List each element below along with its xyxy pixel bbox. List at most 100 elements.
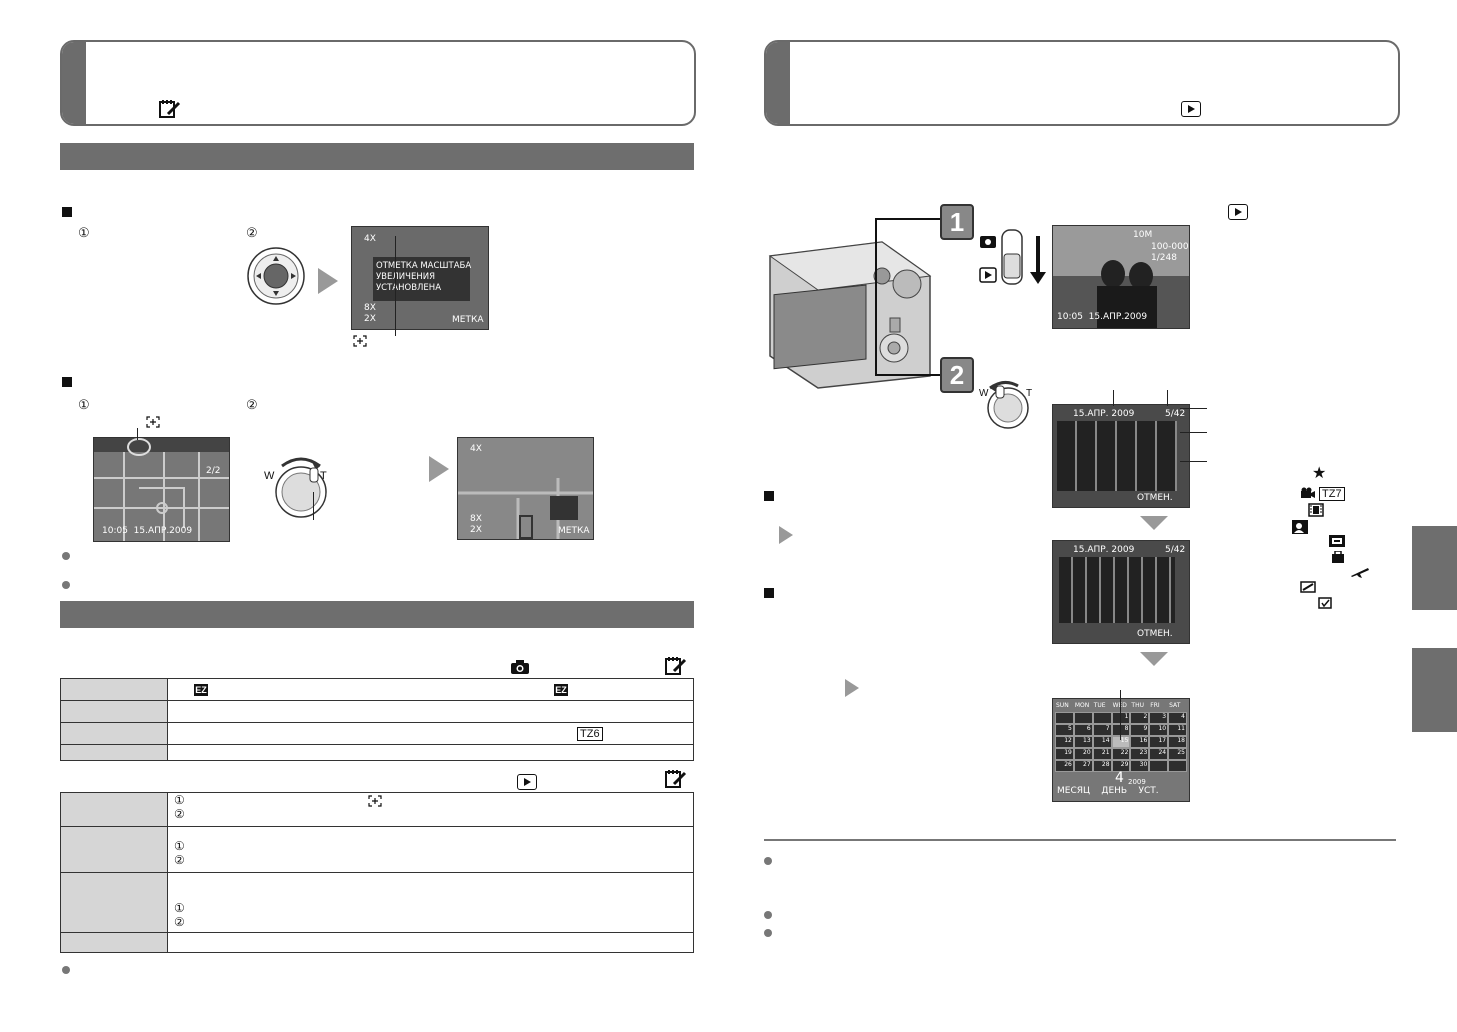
highlight-circle xyxy=(127,438,151,456)
calendar-day-cell[interactable]: 11 xyxy=(1168,724,1187,736)
calendar-day-cell[interactable]: 24 xyxy=(1149,748,1169,760)
scenery-scene-icon xyxy=(1329,535,1345,547)
calendar-day-cell[interactable]: 18 xyxy=(1168,736,1187,748)
mode-switch-icon[interactable] xyxy=(978,228,1050,288)
cancel-hint: ОТМЕН. xyxy=(1137,493,1173,503)
calendar-day-label: 14 xyxy=(1101,737,1110,744)
calendar-day-label: 8 xyxy=(1124,725,1129,732)
map-playback-screen: 2/2 10:05 15.АПР.2009 xyxy=(93,437,230,542)
calendar-day-label: 19 xyxy=(1064,749,1072,756)
note-bullet xyxy=(62,581,70,589)
step-2-marker: ② xyxy=(246,397,258,412)
calendar-day-cell[interactable]: 6 xyxy=(1073,724,1093,736)
calendar-day-cell[interactable]: 20 xyxy=(1073,748,1093,760)
section-bar-1 xyxy=(60,143,694,170)
calendar-weekday: SAT xyxy=(1169,702,1181,709)
calendar-weekday: WED xyxy=(1113,702,1127,710)
table-cell: EZ EZ xyxy=(167,678,694,701)
calendar-day-cell[interactable]: 4 xyxy=(1168,712,1187,724)
calendar-day-cell[interactable]: 16 xyxy=(1130,736,1150,748)
calendar-day-cell[interactable]: 19 xyxy=(1055,748,1074,760)
side-tab-2 xyxy=(1412,648,1457,732)
calendar-day-label: 1 xyxy=(1124,713,1129,720)
cursor-button-pad[interactable] xyxy=(246,246,306,306)
calendar-day-cell[interactable]: 28 xyxy=(1092,760,1112,772)
zoom-mark-icon xyxy=(368,795,382,807)
calendar-day-label: 12 xyxy=(1064,737,1072,744)
calendar-day-cell[interactable]: 12 xyxy=(1055,736,1074,748)
arrow-down-icon xyxy=(1140,516,1168,530)
calendar-day-cell[interactable]: 27 xyxy=(1073,760,1093,772)
calendar-day-cell[interactable]: 22 xyxy=(1111,748,1131,760)
table-row-header xyxy=(60,744,168,761)
recording-settings-table: EZ EZ TZ6 xyxy=(60,678,694,761)
edit-memo-icon xyxy=(159,100,181,118)
arrow-right-icon xyxy=(779,526,793,544)
calendar-day-cell[interactable]: 25 xyxy=(1168,748,1187,760)
calendar-day-cell[interactable]: 23 xyxy=(1130,748,1150,760)
thumb-counter: 5/42 xyxy=(1165,545,1186,555)
calendar-day-label: 26 xyxy=(1064,761,1072,768)
section-bar-2 xyxy=(60,601,694,628)
calendar-day-cell[interactable]: 26 xyxy=(1055,760,1074,772)
zoomed-map-screen: 4X 8X 2X МЕТКА xyxy=(457,437,594,540)
calendar-day-cell[interactable]: 21 xyxy=(1092,748,1112,760)
wide-label: W xyxy=(264,470,275,482)
calendar-day-cell[interactable]: 29 xyxy=(1111,760,1131,772)
calendar-day-cell[interactable]: 30 xyxy=(1130,760,1150,772)
calendar-day-cell[interactable]: 14 xyxy=(1092,736,1112,748)
playback-icon xyxy=(517,774,537,790)
callout-line xyxy=(395,236,396,336)
calendar-footer: МЕСЯЦ ДЕНЬ УСТ. xyxy=(1057,786,1159,796)
calendar-day-label: 22 xyxy=(1120,749,1129,756)
calendar-day-label: 29 xyxy=(1120,761,1129,768)
bullet-square xyxy=(62,207,72,217)
calendar-day-cell[interactable]: 9 xyxy=(1130,724,1150,736)
calendar-day-cell[interactable] xyxy=(1149,760,1169,772)
callout-line xyxy=(875,218,941,220)
calendar-day-cell[interactable]: 5 xyxy=(1055,724,1074,736)
arrow-right-icon xyxy=(318,268,338,294)
message-box xyxy=(373,257,470,301)
calendar-day-label: 5 xyxy=(1068,725,1072,732)
photo-time: 10:05 15.АПР.2009 xyxy=(1057,312,1148,322)
note-bullet xyxy=(764,929,772,937)
right-header-box xyxy=(764,40,1400,126)
calendar-day-label: 16 xyxy=(1139,737,1148,744)
table-row-header xyxy=(60,826,168,873)
playback-settings-table: ① ② ① ② ① ② xyxy=(60,792,694,953)
calendar-day-label: 15 xyxy=(1120,737,1129,744)
calendar-day-cell[interactable] xyxy=(1168,760,1187,772)
calendar-day-cell[interactable]: 13 xyxy=(1073,736,1093,748)
zoom-lever-icon[interactable] xyxy=(268,448,334,528)
calendar-day-cell[interactable]: 17 xyxy=(1149,736,1169,748)
calendar-day-cell[interactable]: 7 xyxy=(1092,724,1112,736)
zoom-mark-message: ОТМЕТКА МАСШТАБА УВЕЛИЧЕНИЯ УСТАНОВЛЕНА xyxy=(376,261,472,293)
thumbnail-screen-1: 15.АПР. 2009 5/42 ОТМЕН. xyxy=(1052,404,1190,508)
calendar-day-cell[interactable] xyxy=(1073,712,1093,724)
zoom-lever-icon[interactable] xyxy=(978,376,1034,432)
calendar-year: 2009 xyxy=(1128,778,1146,786)
callout-line xyxy=(1180,461,1207,462)
step-1-marker: ① xyxy=(174,839,185,853)
calendar-day-cell[interactable]: 10 xyxy=(1149,724,1169,736)
calendar-weekday: TUE xyxy=(1093,702,1106,709)
map-counter: 2/2 xyxy=(206,466,221,476)
tele-label: T xyxy=(1026,388,1033,399)
calendar-day-label: 27 xyxy=(1083,761,1091,768)
bullet-square xyxy=(62,377,72,387)
calendar-day-label: 17 xyxy=(1158,737,1167,744)
calendar-day-cell[interactable]: 3 xyxy=(1149,712,1169,724)
calendar-day-cell[interactable] xyxy=(1092,712,1112,724)
calendar-screen: SUNMONTUEWEDTHUFRISAT 123456789101112131… xyxy=(1052,698,1190,802)
calendar-day-cell[interactable]: 2 xyxy=(1130,712,1150,724)
calendar-day-label: 7 xyxy=(1105,725,1110,732)
easy-zoom-icon: EZ xyxy=(194,684,208,696)
model-badge-tz6: TZ6 xyxy=(577,727,603,741)
calendar-weekday: MON xyxy=(1074,702,1090,709)
calendar-day-cell[interactable] xyxy=(1055,712,1074,724)
calendar-day-label: 10 xyxy=(1158,725,1167,732)
calendar-weekday: SUN xyxy=(1056,702,1069,709)
note-bullet xyxy=(764,911,772,919)
zoom-mark-icon xyxy=(353,335,367,347)
